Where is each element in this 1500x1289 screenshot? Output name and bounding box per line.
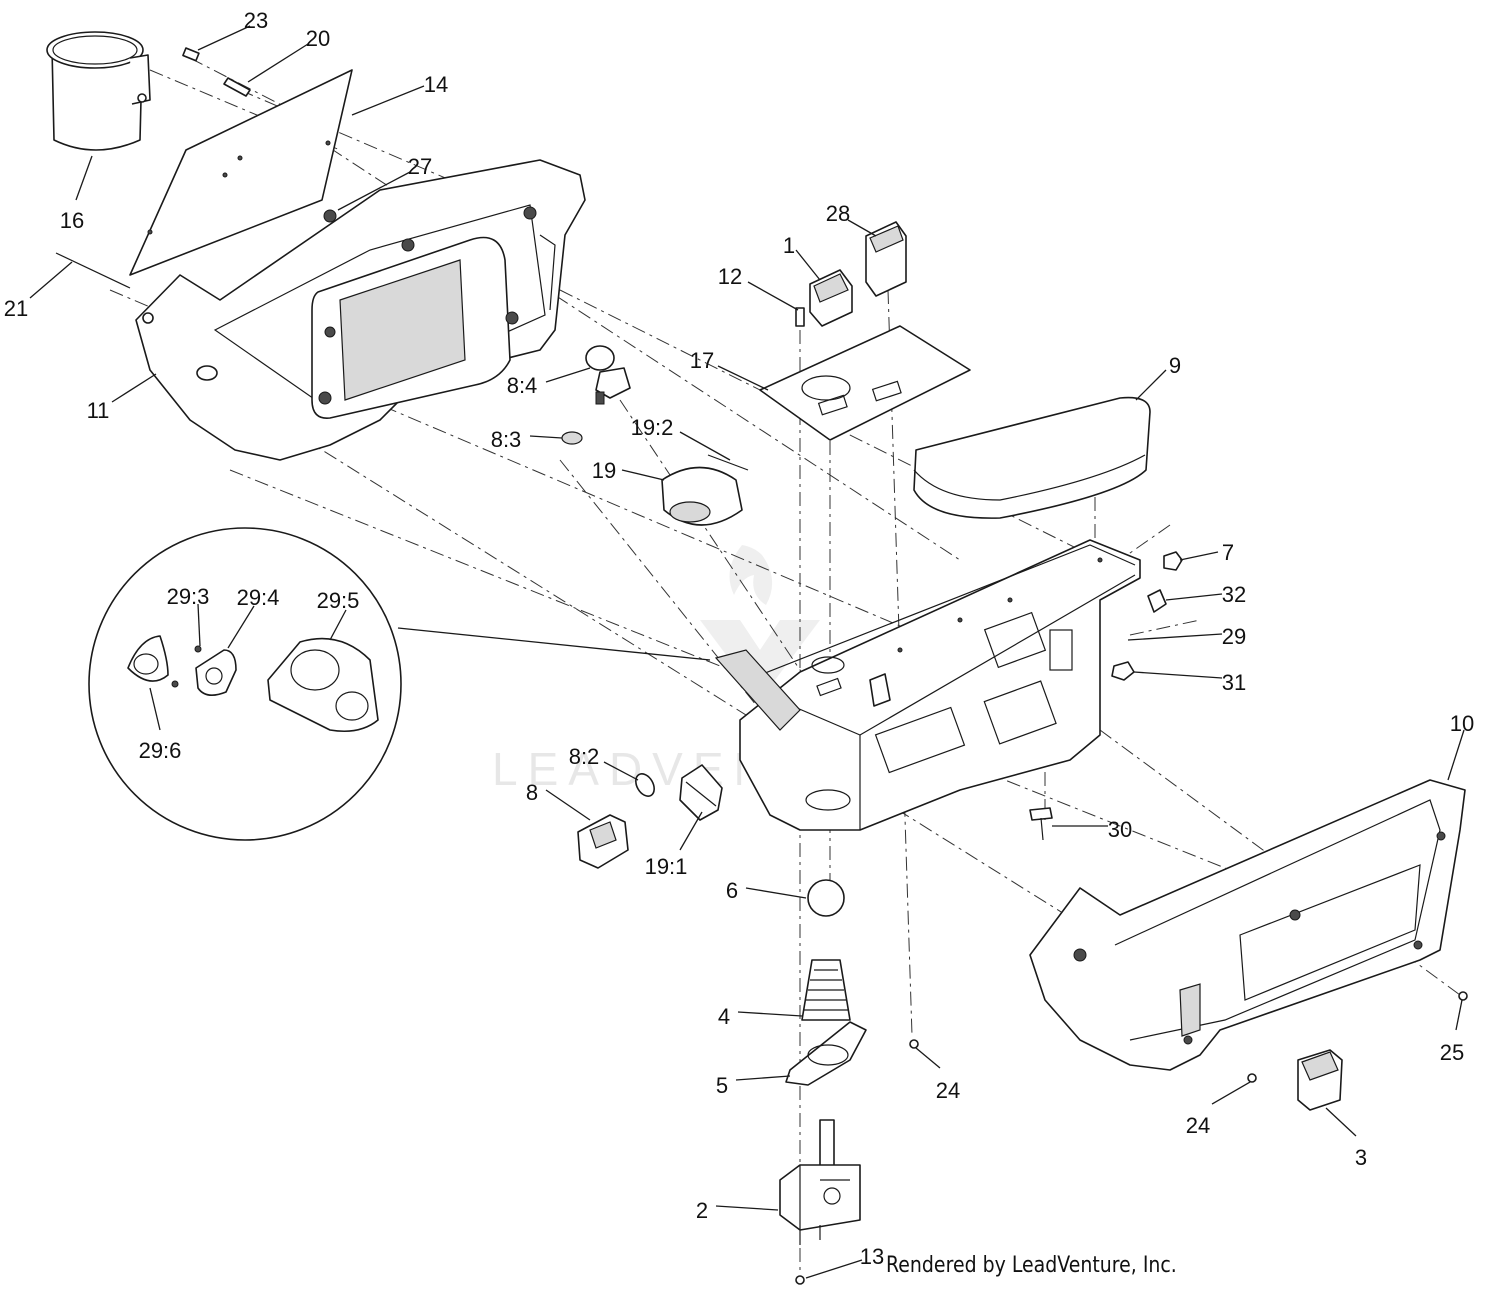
callout-29-5: 29:5	[317, 588, 360, 613]
callout-25: 25	[1440, 1040, 1464, 1065]
detail-inset	[88, 527, 711, 841]
callout-7: 7	[1222, 540, 1234, 565]
main-panel	[714, 539, 1141, 831]
callout-13: 13	[860, 1244, 884, 1269]
right-housing	[1029, 779, 1466, 1071]
fasteners-right	[1029, 551, 1183, 841]
callout-29: 29	[1222, 624, 1246, 649]
callout-11: 11	[87, 398, 110, 423]
rocker-switches	[795, 221, 907, 327]
joystick-assembly	[779, 879, 867, 1285]
callout-19-1: 19:1	[645, 854, 688, 879]
callout-29-4: 29:4	[237, 585, 280, 610]
callout-4: 4	[718, 1004, 730, 1029]
cup-holder	[46, 31, 151, 151]
callout-8-4: 8:4	[507, 373, 538, 398]
callout-6: 6	[726, 878, 738, 903]
callout-30: 30	[1108, 817, 1132, 842]
callout-9: 9	[1169, 353, 1181, 378]
callout-16: 16	[60, 208, 84, 233]
callout-24b: 24	[1186, 1113, 1210, 1138]
callout-29-3: 29:3	[167, 584, 210, 609]
callout-19: 19	[592, 458, 616, 483]
callout-27: 27	[408, 154, 432, 179]
knob-parts-upper	[561, 345, 631, 445]
callout-32: 32	[1222, 582, 1246, 607]
callout-21: 21	[4, 296, 28, 321]
render-credit: Rendered by LeadVenture, Inc.	[886, 1253, 1177, 1278]
callout-19-2: 19:2	[631, 415, 674, 440]
knob-parts-lower	[577, 764, 723, 869]
cover-plate	[129, 69, 353, 276]
callout-24a: 24	[936, 1078, 960, 1103]
callout-17: 17	[690, 348, 714, 373]
lower-right-parts	[909, 991, 1468, 1111]
callout-31: 31	[1222, 670, 1246, 695]
callout-8-3: 8:3	[491, 427, 522, 452]
callout-2: 2	[696, 1198, 708, 1223]
callout-1: 1	[783, 233, 795, 258]
armrest-pad	[913, 396, 1151, 519]
callout-10: 10	[1450, 711, 1474, 736]
control-knob	[661, 454, 749, 526]
callout-29-6: 29:6	[139, 738, 182, 763]
callout-8-2: 8:2	[569, 744, 600, 769]
left-housing	[135, 159, 586, 461]
callout-20: 20	[306, 26, 330, 51]
callout-3: 3	[1355, 1145, 1367, 1170]
callout-28: 28	[826, 201, 850, 226]
callout-8: 8	[526, 780, 538, 805]
callout-23: 23	[244, 8, 268, 33]
leader-lines	[29, 25, 1465, 1279]
callout-5: 5	[716, 1073, 728, 1098]
callout-12: 12	[718, 264, 742, 289]
decal	[759, 325, 971, 441]
fasteners-upper-left	[55, 47, 337, 289]
callout-14: 14	[424, 72, 448, 97]
